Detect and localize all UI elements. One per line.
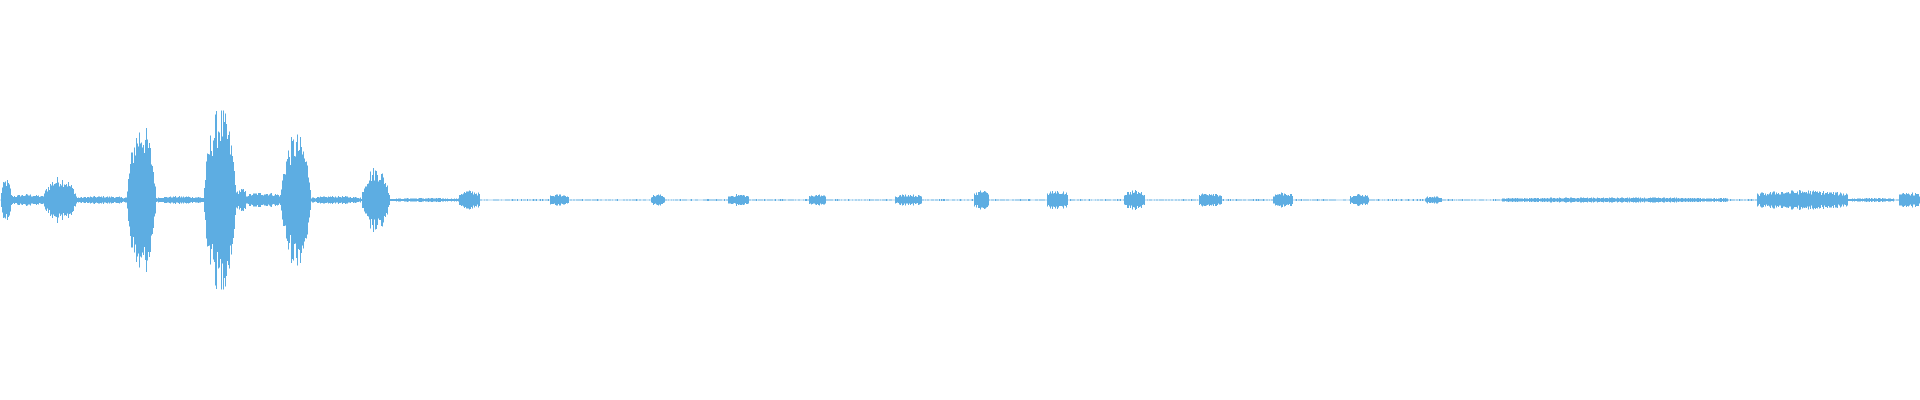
waveform-bars [1,110,1920,290]
